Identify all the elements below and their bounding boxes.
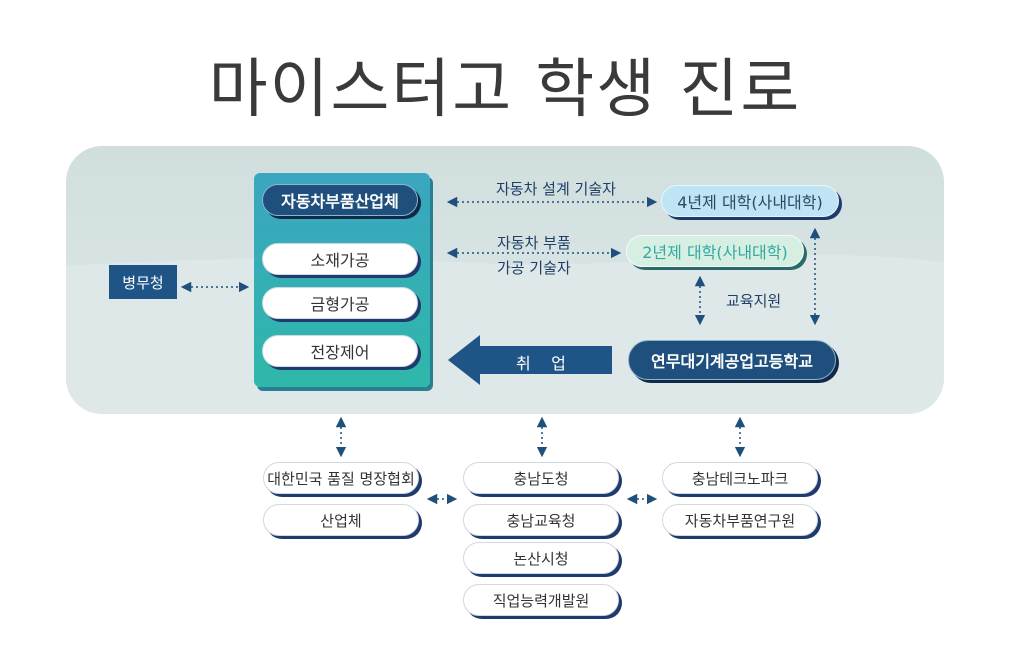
university-4year: 4년제 대학(사내대학) xyxy=(661,185,839,217)
parts-label-line2: 가공 기술자 xyxy=(497,259,571,277)
industry-item-electric: 전장제어 xyxy=(262,335,418,367)
school-box: 연무대기계공업고등학교 xyxy=(628,340,836,380)
industry-item-material: 소재가공 xyxy=(262,243,418,275)
industry-group: 자동차부품산업체 소재가공 금형가공 전장제어 xyxy=(254,173,430,387)
designer-label: 자동차 설계 기술자 xyxy=(496,180,616,198)
parts-label-line1: 자동차 부품 xyxy=(497,234,571,252)
page-title: 마이스터고 학생 진로 xyxy=(208,53,802,127)
partner-auto-parts-institute: 자동차부품연구원 xyxy=(662,504,818,536)
partner-education-office: 충남교육청 xyxy=(463,504,619,536)
military-office-box: 병무청 xyxy=(109,265,177,299)
university-2year: 2년제 대학(사내대학) xyxy=(626,235,804,267)
partner-technopark: 충남테크노파크 xyxy=(662,462,818,494)
industry-header: 자동차부품산업체 xyxy=(262,184,418,216)
partner-industry: 산업체 xyxy=(263,504,419,536)
partner-province: 충남도청 xyxy=(463,462,619,494)
partner-skills-institute: 직업능력개발원 xyxy=(463,584,619,616)
industry-item-mold: 금형가공 xyxy=(262,287,418,319)
employment-label: 취 업 xyxy=(516,354,566,373)
partner-quality-master: 대한민국 품질 명장협회 xyxy=(263,462,419,494)
edu-support-label: 교육지원 xyxy=(726,292,782,310)
partner-city-hall: 논산시청 xyxy=(463,542,619,574)
